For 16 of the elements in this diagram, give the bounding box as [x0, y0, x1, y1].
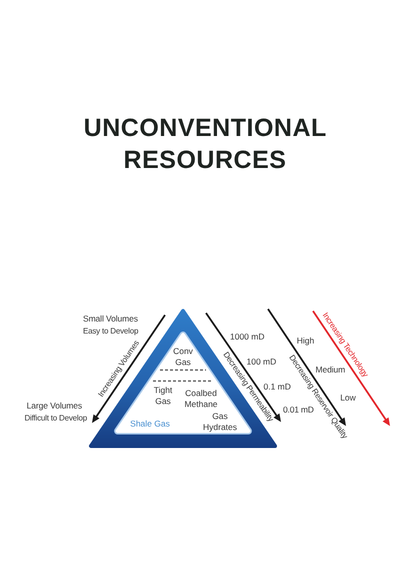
permeability-value: 0.01 mD — [283, 404, 314, 414]
scale-end-label: Easy to Develop — [83, 326, 138, 336]
resource-label: Gas Hydrates — [203, 410, 237, 432]
quality-level: Medium — [315, 364, 346, 374]
scale-end-label: Small Volumes — [83, 314, 138, 324]
scale-end-label: Large Volumes — [26, 400, 82, 412]
quality-level: High — [296, 336, 314, 346]
permeability-value: 100 mD — [246, 356, 276, 366]
scale-end-label: Difficult to Develop — [24, 412, 87, 424]
resource-label: Shale Gas — [130, 418, 170, 430]
resource-label: Coalbed Methane — [184, 388, 218, 410]
quality-level: Low — [340, 392, 356, 404]
diagram-title: UNCONVENTIONAL RESOURCES — [84, 113, 326, 176]
permeability-value: 1000 mD — [230, 332, 264, 342]
resource-label: Conv Gas — [173, 346, 193, 368]
resource-label: Tight Gas — [154, 385, 172, 407]
